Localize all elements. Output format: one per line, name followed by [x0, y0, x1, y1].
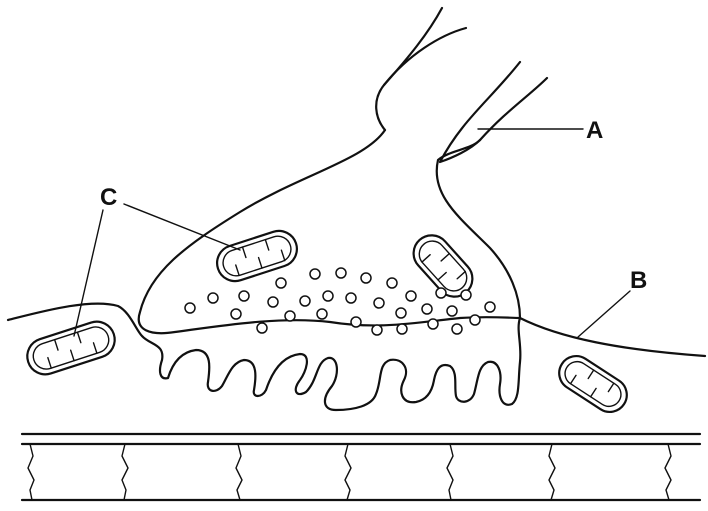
label-c: C: [100, 184, 117, 211]
axon-trunk-right-sheath: [480, 78, 547, 140]
right-muscle-membrane: [520, 318, 705, 356]
leader-line-c-left: [74, 210, 103, 336]
label-a: A: [586, 117, 603, 144]
mitochondrion-muscle-left: [23, 317, 120, 379]
leader-line-b: [578, 291, 630, 337]
axon-terminal: [139, 130, 520, 333]
label-b: B: [630, 267, 647, 294]
muscle-fiber: [22, 434, 700, 500]
axon-trunk-left: [376, 8, 442, 130]
mitochondrion-muscle-right: [553, 350, 634, 419]
junctional-folds: [142, 318, 520, 410]
